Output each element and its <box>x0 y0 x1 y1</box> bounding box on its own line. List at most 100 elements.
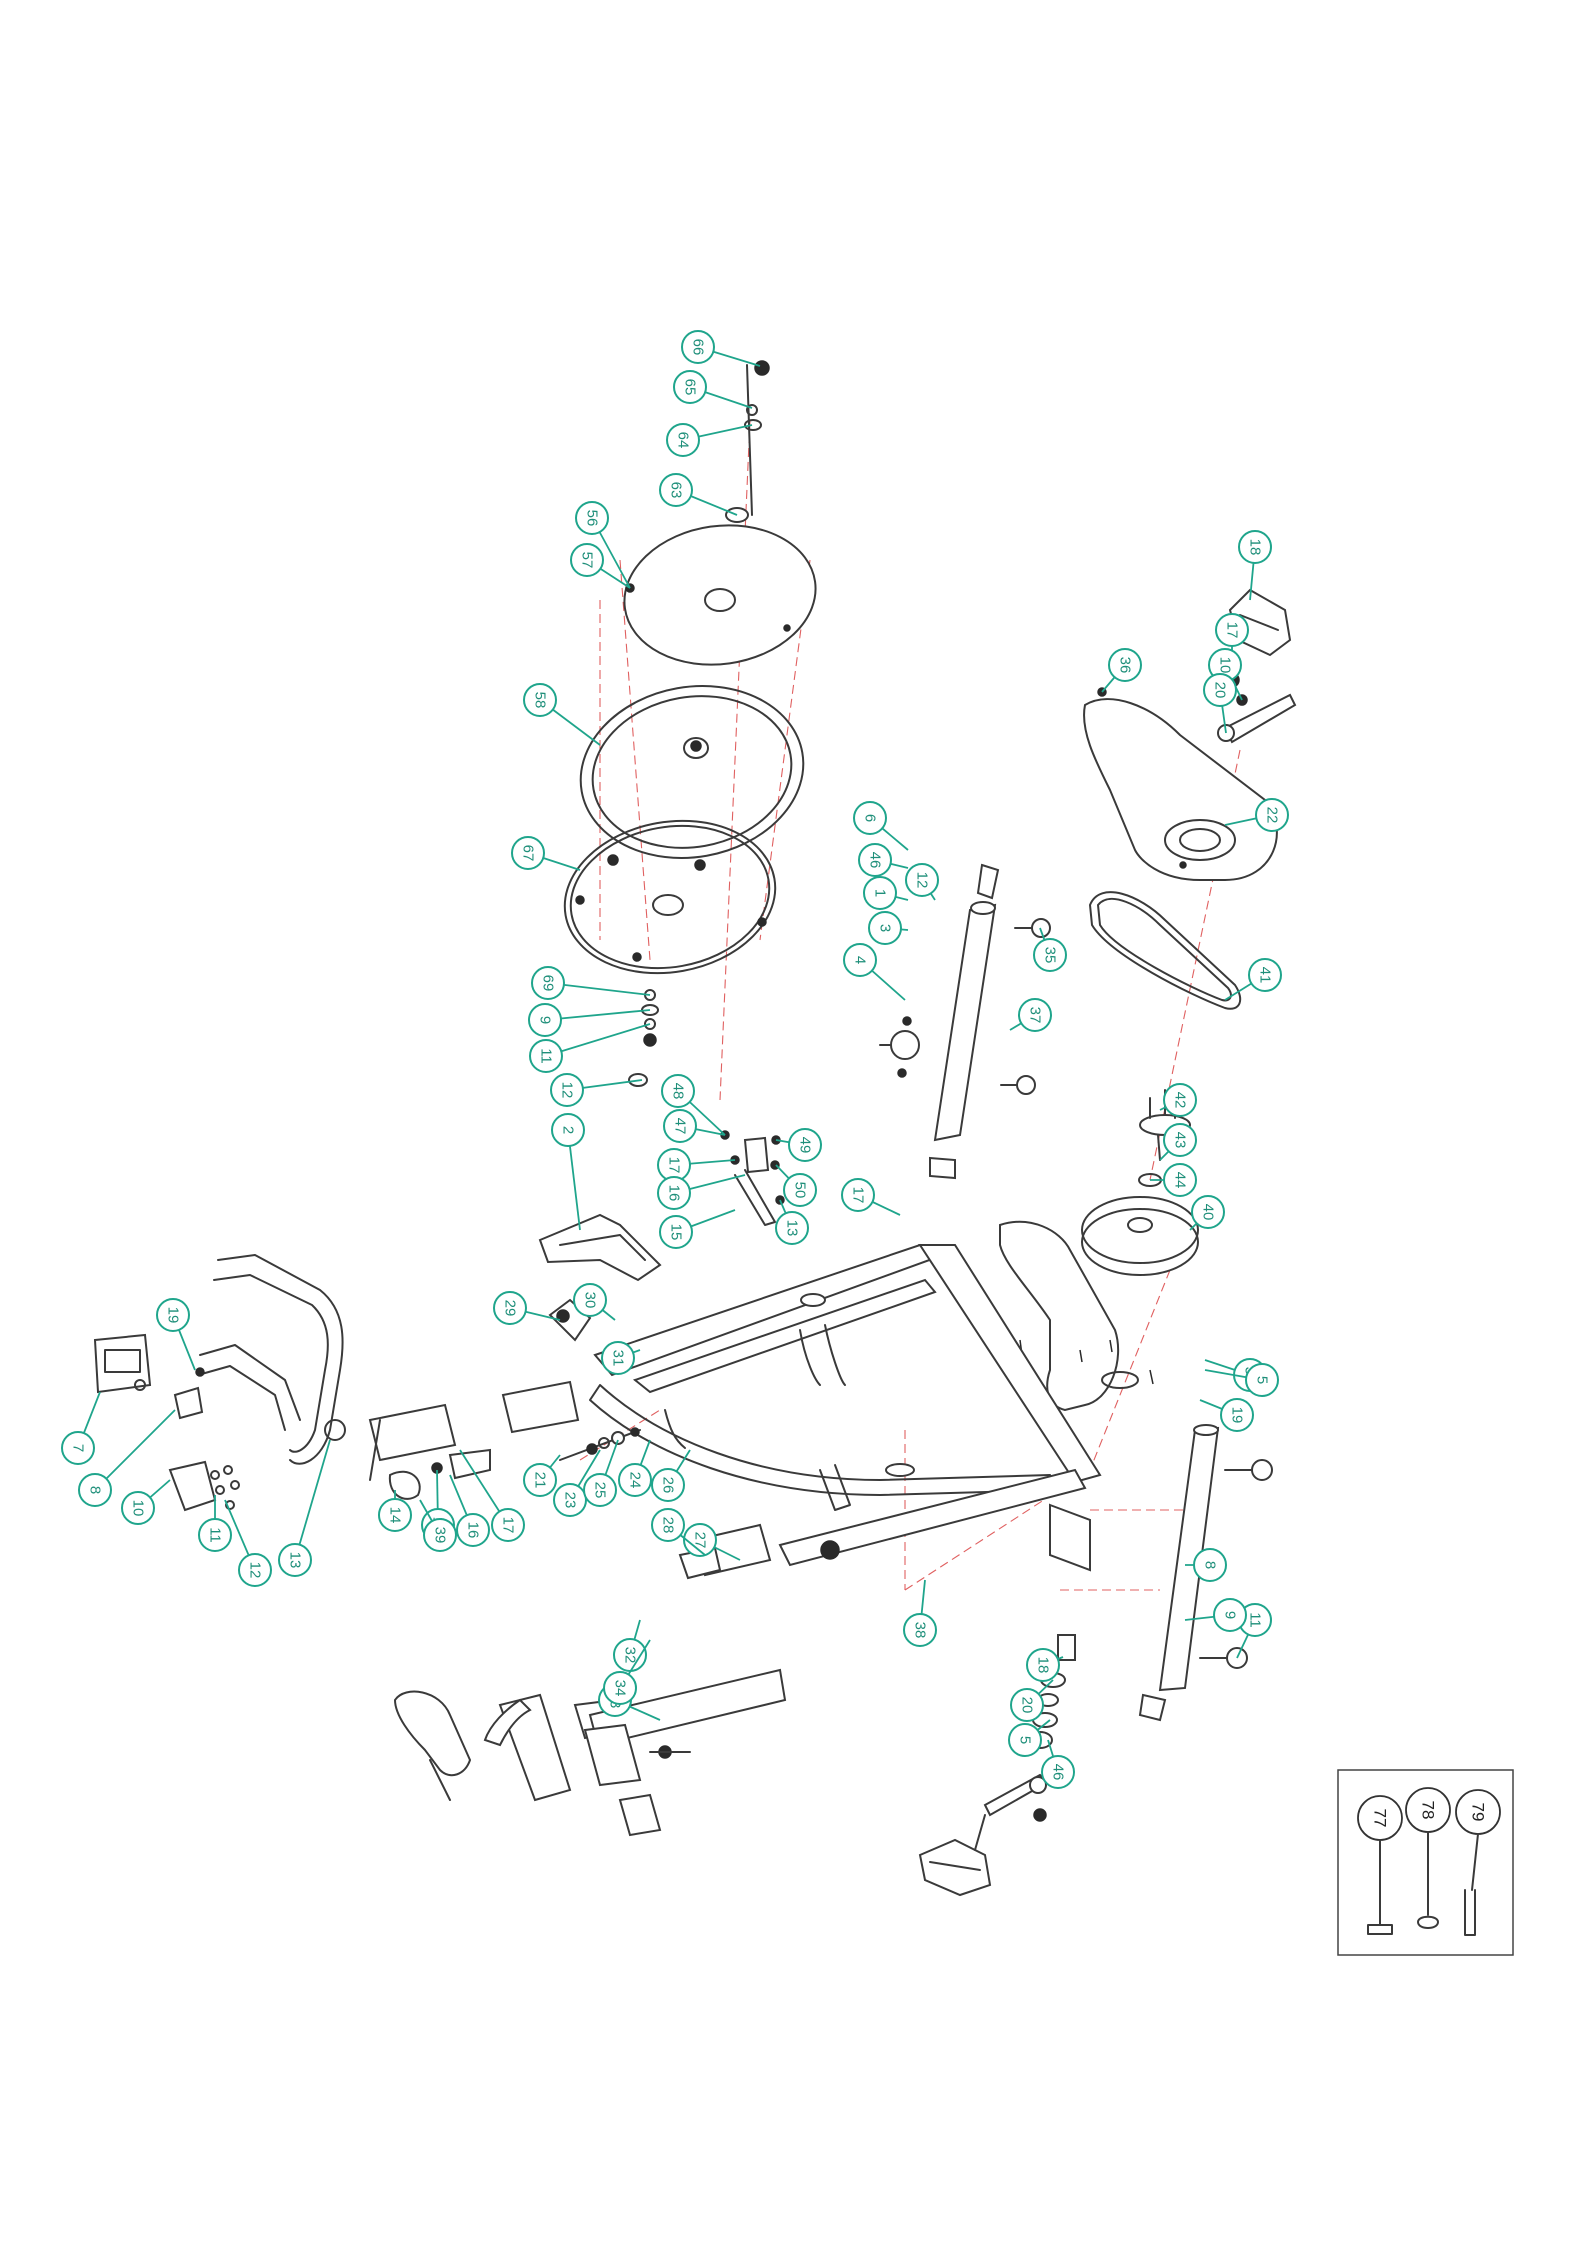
balloon-label: 42 <box>1172 1092 1189 1109</box>
balloon-label: 38 <box>912 1622 929 1639</box>
tool-78: 78 <box>1406 1788 1450 1928</box>
balloon-label: 11 <box>1247 1612 1264 1628</box>
balloon-label: 47 <box>672 1118 689 1135</box>
part-balloon: 12 <box>906 864 938 900</box>
part-balloon: 1 <box>864 877 908 909</box>
part-balloon: 58 <box>524 684 600 745</box>
balloon-label: 18 <box>1035 1657 1052 1674</box>
balloon-label: 37 <box>1027 1007 1044 1024</box>
balloon-label: 13 <box>287 1552 304 1569</box>
balloon-label: 69 <box>540 975 557 992</box>
chain-cover-left <box>540 1215 660 1280</box>
seat-saddle <box>395 1692 470 1800</box>
balloon-label: 26 <box>660 1477 677 1494</box>
tool-77-label: 77 <box>1371 1809 1390 1828</box>
part-balloon: 17 <box>842 1179 900 1215</box>
balloon-label: 31 <box>610 1350 627 1367</box>
part-balloon: 8 <box>79 1410 175 1506</box>
tool-79-label: 79 <box>1469 1803 1488 1822</box>
balloon-label: 17 <box>1224 622 1241 639</box>
balloon-label: 67 <box>520 845 537 862</box>
balloon-label: 11 <box>207 1527 224 1543</box>
pedal-lower <box>920 1775 1048 1895</box>
balloon-label: 57 <box>579 552 596 569</box>
balloon-label: 9 <box>1222 1611 1239 1619</box>
part-balloon: 15 <box>660 1210 735 1248</box>
balloon-label: 21 <box>532 1472 549 1489</box>
tools-inset: 77 78 79 <box>1338 1770 1513 1955</box>
part-balloon: 36 <box>1102 649 1141 692</box>
balloon-label: 8 <box>87 1486 104 1494</box>
part-balloon: 5 <box>1009 1720 1050 1756</box>
balloon-label: 48 <box>670 1083 687 1100</box>
balloon-label: 13 <box>784 1220 801 1237</box>
part-balloon: 57 <box>571 544 630 588</box>
part-balloon: 7 <box>62 1392 100 1464</box>
balloon-label: 4 <box>852 956 869 964</box>
balloon-label: 17 <box>666 1157 683 1174</box>
flywheel-cover-disc-bottom <box>553 805 788 990</box>
console-display <box>95 1335 150 1392</box>
part-balloon: 16 <box>658 1175 745 1209</box>
balloon-label: 10 <box>1217 657 1234 674</box>
balloon-label: 63 <box>668 482 685 499</box>
part-balloon: 66 <box>682 331 760 366</box>
part-balloon: 10 <box>122 1480 170 1524</box>
balloon-label: 15 <box>668 1224 685 1241</box>
part-balloon: 49 <box>776 1129 821 1161</box>
balloon-label: 58 <box>532 692 549 709</box>
balloon-label: 46 <box>1050 1764 1067 1781</box>
balloon-label: 50 <box>792 1182 809 1199</box>
balloon-label: 7 <box>70 1444 87 1452</box>
balloon-label: 18 <box>1247 539 1264 556</box>
balloon-label: 17 <box>500 1517 517 1534</box>
part-balloon: 9 <box>529 1004 650 1036</box>
tool-79: 79 <box>1456 1790 1500 1935</box>
balloon-label: 16 <box>465 1522 482 1539</box>
balloon-label: 46 <box>867 852 884 869</box>
part-balloon: 24 <box>619 1440 651 1496</box>
balloon-label: 66 <box>690 339 707 356</box>
balloon-label: 35 <box>1042 947 1059 964</box>
part-balloon: 32 <box>614 1620 646 1671</box>
balloon-label: 5 <box>1254 1376 1271 1384</box>
part-balloon: 18 <box>1239 531 1271 600</box>
balloon-label: 25 <box>592 1482 609 1499</box>
balloon-label: 20 <box>1019 1697 1036 1714</box>
balloon-label: 9 <box>537 1016 554 1024</box>
balloon-label: 19 <box>1229 1407 1246 1424</box>
balloon-label: 24 <box>627 1472 644 1489</box>
part-balloon: 19 <box>157 1299 195 1370</box>
balloon-label: 5 <box>1017 1736 1034 1744</box>
part-balloon: 2 <box>552 1114 584 1230</box>
part-balloon: 46 <box>859 844 908 876</box>
part-balloon: 37 <box>1010 999 1051 1031</box>
balloon-label: 8 <box>1202 1561 1219 1569</box>
balloon-label: 56 <box>584 510 601 527</box>
balloon-label: 6 <box>862 814 879 822</box>
part-balloon: 40 <box>1190 1196 1224 1230</box>
handlebar <box>198 1255 345 1464</box>
balloon-label: 20 <box>1212 682 1229 699</box>
flywheel-assembly <box>553 361 825 1086</box>
balloon-label: 1 <box>872 889 889 897</box>
console-bracket <box>175 1368 204 1418</box>
balloon-label: 11 <box>538 1048 555 1064</box>
balloon-label: 22 <box>1264 807 1281 824</box>
tool-77: 77 <box>1358 1796 1402 1934</box>
balloon-label: 14 <box>387 1507 404 1524</box>
hand-grip-cover <box>170 1462 239 1510</box>
balloon-label: 39 <box>432 1527 449 1544</box>
part-balloon: 21 <box>524 1455 560 1496</box>
part-balloon: 12 <box>225 1500 271 1586</box>
balloon-label: 30 <box>582 1292 599 1309</box>
balloon-label: 41 <box>1257 967 1274 984</box>
tool-78-label: 78 <box>1419 1801 1438 1820</box>
drive-belt <box>1090 892 1240 1009</box>
part-balloon: 26 <box>652 1450 690 1501</box>
part-balloon: 17 <box>658 1149 735 1181</box>
balloon-label: 12 <box>247 1562 264 1579</box>
balloon-label: 29 <box>502 1300 519 1317</box>
part-balloon: 38 <box>904 1580 936 1646</box>
